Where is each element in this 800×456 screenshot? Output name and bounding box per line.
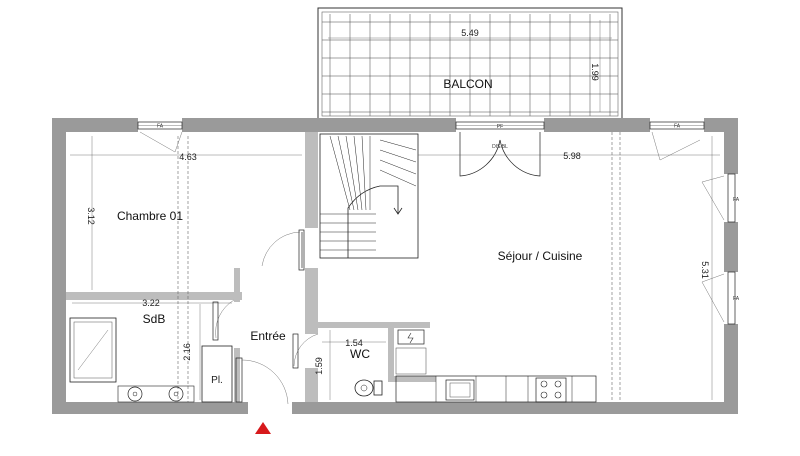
- window-pf-sejour: PF DIS.BL: [455, 121, 545, 177]
- chambre-width: 4.63: [179, 152, 197, 162]
- window-fa-chambre: FA: [137, 121, 183, 153]
- window-fa-right-2: FA: [701, 271, 740, 325]
- sejour-depth: 5.31: [700, 261, 710, 279]
- window-fa-right-1: FA: [701, 173, 740, 223]
- balcony-tiles: [322, 14, 618, 116]
- wc-fixtures: [354, 329, 427, 397]
- washing-machine: [168, 386, 184, 402]
- exterior-walls: [52, 118, 738, 414]
- kitchen-sink: [445, 379, 475, 401]
- wc-label: WC: [350, 347, 370, 361]
- window-label: FA: [157, 124, 164, 130]
- shower: [69, 317, 117, 383]
- window-label-pf-sub: DIS.BL: [492, 144, 508, 150]
- wc-depth: 1.59: [314, 357, 324, 375]
- toilet: [354, 379, 374, 397]
- balcon-depth: 1.99: [590, 63, 600, 81]
- window-label: FA: [733, 296, 740, 302]
- doors: [212, 229, 319, 405]
- cooktop: [535, 377, 567, 403]
- entree-label: Entrée: [250, 329, 286, 343]
- window-label: FA: [733, 197, 740, 203]
- balcon-width: 5.49: [461, 28, 479, 38]
- kitchen: [395, 375, 597, 403]
- balcony: [317, 7, 623, 121]
- sejour-width: 5.98: [563, 151, 581, 161]
- window-label: FA: [674, 124, 681, 130]
- balcony-label: BALCON: [443, 77, 492, 91]
- window-fa-sejour-top: FA: [649, 121, 705, 161]
- bathroom-fixtures: [69, 317, 195, 403]
- windows: FA PF DIS.BL FA FA FA: [137, 121, 740, 325]
- window-label-pf: PF: [497, 124, 503, 130]
- staircase: [319, 133, 419, 259]
- sdb-width: 3.22: [142, 298, 160, 308]
- sejour-label: Séjour / Cuisine: [498, 249, 583, 263]
- dimension-lines: [70, 20, 720, 400]
- chambre-label: Chambre 01: [117, 209, 183, 223]
- sdb-label: SdB: [143, 312, 166, 326]
- entrance-arrow-icon: [255, 422, 271, 434]
- sink: [127, 386, 143, 402]
- chambre-depth: 3.12: [86, 207, 96, 225]
- placard: [201, 345, 233, 403]
- electric-panel-icon: [397, 329, 425, 345]
- placard-label: Pl.: [211, 375, 223, 386]
- interior-walls: [66, 132, 436, 402]
- sdb-depth: 2.16: [182, 343, 192, 361]
- wc-width: 1.54: [345, 338, 363, 348]
- overhead-lines: [177, 132, 621, 402]
